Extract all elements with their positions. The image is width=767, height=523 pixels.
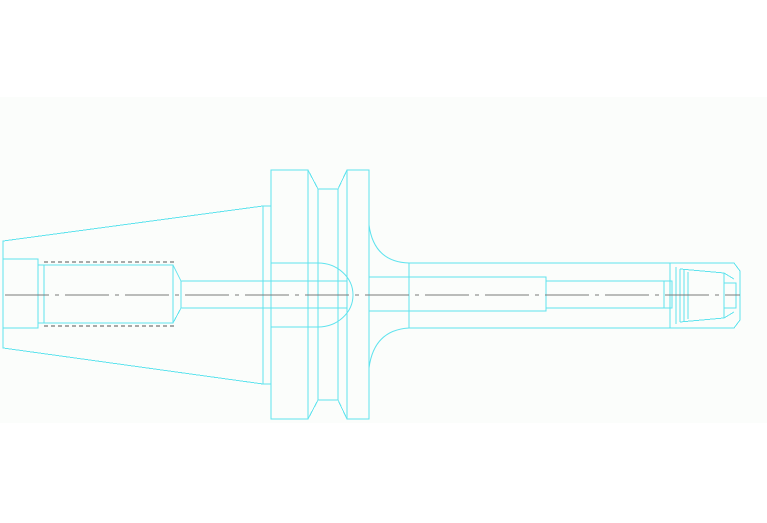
drawing-panel: [0, 97, 767, 423]
fillet-bottom: [368, 327, 410, 369]
collet-nut: [669, 262, 741, 329]
fillet-top: [368, 224, 410, 264]
cavity-dome: [317, 262, 354, 328]
drawbar-thread: [43, 264, 174, 324]
